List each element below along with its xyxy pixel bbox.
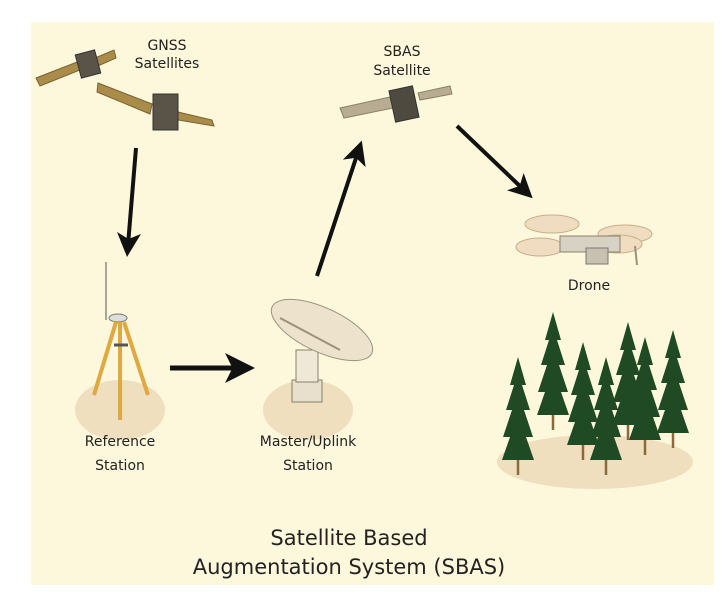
- gnss-satellite-icon: [35, 49, 117, 87]
- gnss-label: Satellites: [135, 56, 200, 72]
- sbas-satellite-icon: [339, 85, 453, 123]
- diagram-title: Augmentation System (SBAS): [193, 555, 506, 579]
- sbas-label: SBAS: [384, 44, 421, 60]
- reference-station-label: Station: [95, 458, 145, 474]
- drone-icon: [515, 214, 653, 266]
- master-uplink-dish-icon: [263, 298, 374, 440]
- master-uplink-label: Station: [283, 458, 333, 474]
- reference-station-tripod-icon: [75, 262, 165, 440]
- diagram-title: Satellite Based: [270, 526, 427, 550]
- arrow-gnss-to-reference: [117, 147, 141, 257]
- background-panel: [31, 22, 714, 585]
- arrow-master-to-sbas: [315, 140, 366, 277]
- drone-label: Drone: [568, 278, 610, 294]
- arrow-sbas-to-drone: [455, 124, 533, 199]
- sbas-label: Satellite: [373, 63, 430, 79]
- reference-station-label: Reference: [85, 434, 156, 450]
- master-uplink-label: Master/Uplink: [260, 434, 357, 450]
- gnss-satellite-icon: [96, 82, 215, 131]
- forest-icon: [497, 310, 693, 489]
- gnss-label: GNSS: [147, 38, 186, 54]
